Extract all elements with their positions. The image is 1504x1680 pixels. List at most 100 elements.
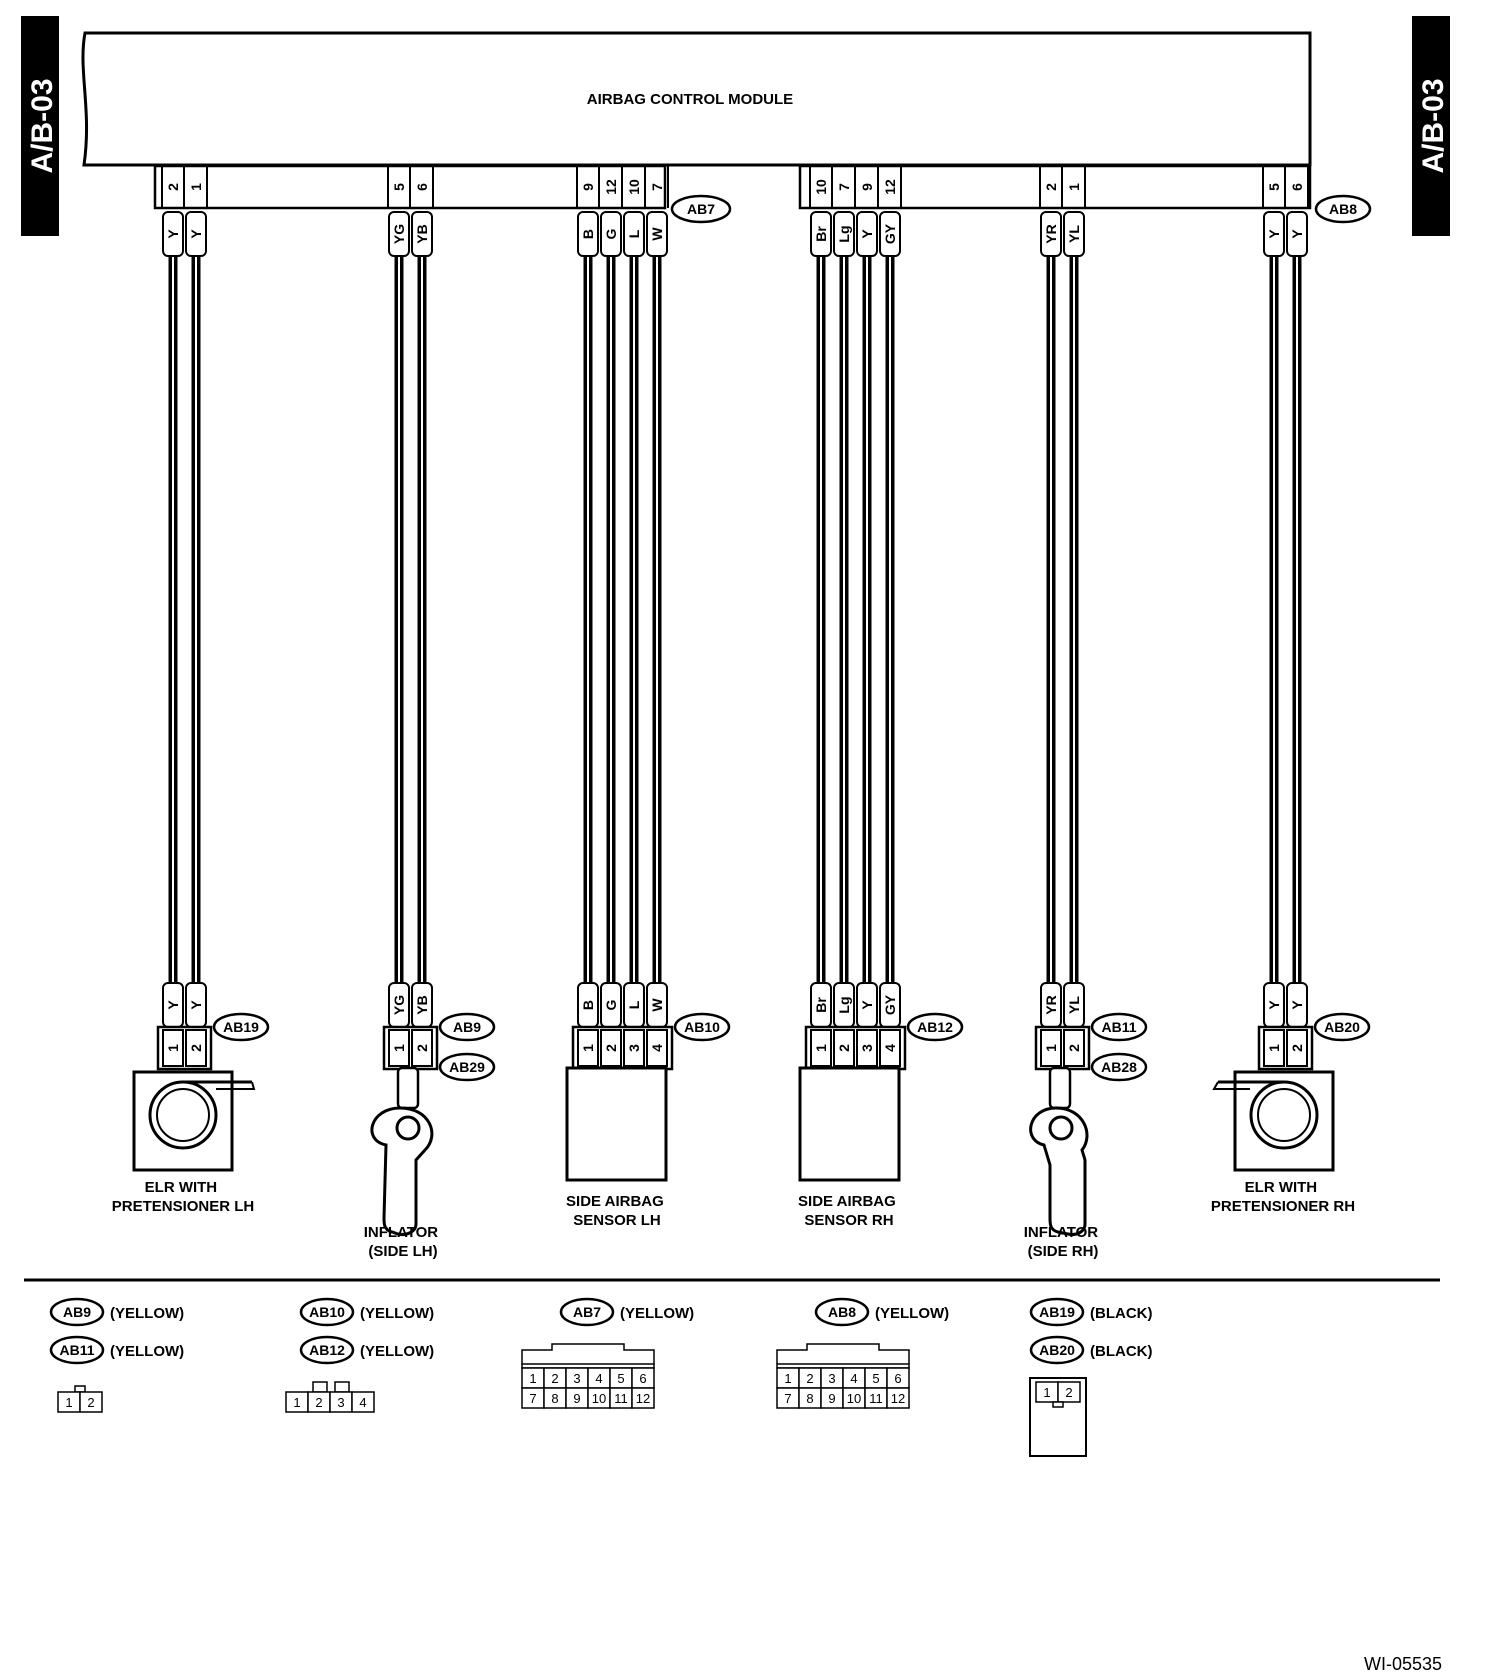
legend-pin-3: 3 — [573, 1371, 580, 1386]
wire-color-top-label: L — [626, 229, 642, 238]
legend-pin-2: 2 — [315, 1395, 322, 1410]
device-label-inflator-rh-line1: INFLATOR — [1024, 1224, 1099, 1241]
legend-pin-4: 4 — [595, 1371, 602, 1386]
wire-color-tag-top: Br — [810, 211, 832, 257]
wire-color-bottom-label: Lg — [836, 996, 852, 1013]
wire-color-tag-top: Lg — [833, 211, 855, 257]
device-pin-sensor-rh-2: 2 — [836, 1044, 852, 1052]
connector-callout-ab8-label: AB8 — [1329, 201, 1357, 217]
device-pin-inflator-lh-2: 2 — [414, 1044, 430, 1052]
device-label-sensor-rh-line1: SIDE AIRBAG — [798, 1193, 896, 1210]
legend-entry-ab9: AB9(YELLOW) — [49, 1297, 184, 1327]
wire-color-top-label: G — [603, 228, 619, 239]
connector-callout-ab8: AB8 — [1314, 194, 1372, 224]
wire-color-tag-top: YR — [1040, 211, 1062, 257]
connector-callout-ab12-label: AB12 — [917, 1019, 953, 1035]
legend-entry-ab19: AB19(BLACK) — [1029, 1297, 1152, 1327]
device-label-inflator-lh: INFLATOR (SIDE LH) — [364, 1224, 443, 1260]
module-pin-sensor-rh-4: 12 — [882, 179, 898, 195]
device-elr-rh — [1212, 1070, 1335, 1172]
device-pin-sensor-rh-3: 3 — [859, 1044, 875, 1052]
legend-pin-7: 7 — [784, 1391, 791, 1406]
legend-entry-color: (YELLOW) — [875, 1305, 949, 1322]
wire-color-top-label: YR — [1043, 224, 1059, 243]
legend-entry-ab7: AB7(YELLOW) — [559, 1297, 694, 1327]
wire-color-tag-bottom: Y — [185, 982, 207, 1028]
legend-entry-ab8: AB8 (YELLOW) — [814, 1297, 949, 1327]
legend-pin-8: 8 — [806, 1391, 813, 1406]
wire-sensor-lh-3: LL — [623, 211, 645, 1028]
legend-entry-color: (YELLOW) — [360, 1305, 434, 1322]
legend-pin-1: 1 — [293, 1395, 300, 1410]
legend-pin-2: 2 — [806, 1371, 813, 1386]
wire-color-bottom-label: G — [603, 999, 619, 1010]
legend-pin-5: 5 — [872, 1371, 879, 1386]
module-pin-sensor-rh-2: 7 — [836, 183, 852, 191]
wire-color-tag-bottom: YG — [388, 982, 410, 1028]
wire-color-tag-bottom: Y — [856, 982, 878, 1028]
connector-callout-ab11-label: AB11 — [1101, 1019, 1136, 1035]
module-pin-elr-rh-1: 5 — [1266, 183, 1282, 191]
legend-pin-1: 1 — [1043, 1385, 1050, 1400]
device-label-sensor-lh-line1: SIDE AIRBAG — [566, 1193, 664, 1210]
device-inflator-lh — [370, 1066, 434, 1236]
wire-color-bottom-label: YL — [1066, 996, 1082, 1014]
wire-color-bottom-label: Y — [188, 1000, 204, 1010]
wire-color-tag-bottom: Y — [1286, 982, 1308, 1028]
device-label-sensor-lh-line2: SENSOR LH — [573, 1212, 661, 1229]
device-pin-sensor-lh-1: 1 — [580, 1044, 596, 1052]
wire-color-tag-top: W — [646, 211, 668, 257]
legend-pin-4: 4 — [359, 1395, 366, 1410]
wire-color-bottom-label: Y — [165, 1000, 181, 1010]
legend-entry-id: AB11 — [59, 1342, 94, 1358]
wire-elr-rh-2: YY — [1286, 211, 1308, 1028]
device-sensor-rh — [798, 1066, 901, 1182]
legend-pin-10: 10 — [592, 1391, 606, 1406]
connector-callout-ab11: AB11 — [1090, 1012, 1148, 1042]
device-label-elr-lh-line1: ELR WITH — [145, 1179, 218, 1196]
wire-color-tag-bottom: Br — [810, 982, 832, 1028]
module-pin-inflator-lh-1: 5 — [391, 183, 407, 191]
device-label-elr-lh-line2: PRETENSIONER LH — [112, 1198, 255, 1215]
wire-color-bottom-label: YB — [414, 995, 430, 1014]
wire-color-top-label: YG — [391, 224, 407, 244]
device-pin-elr-rh-2: 2 — [1289, 1044, 1305, 1052]
legend-entry-color: (YELLOW) — [110, 1305, 184, 1322]
wire-color-bottom-label: B — [580, 1000, 596, 1010]
wire-color-bottom-label: Y — [1266, 1000, 1282, 1010]
device-inflator-rh — [1029, 1066, 1089, 1236]
module-pin-sensor-lh-3: 10 — [626, 179, 642, 195]
legend-entry-color: (BLACK) — [1090, 1343, 1152, 1360]
wire-color-bottom-label: YG — [391, 995, 407, 1015]
device-label-elr-lh: ELR WITH PRETENSIONER LH — [112, 1179, 255, 1215]
wire-sensor-lh-2: GG — [600, 211, 622, 1028]
device-label-sensor-rh: SIDE AIRBAG SENSOR RH — [798, 1193, 900, 1229]
module-pin-inflator-rh-2: 1 — [1066, 183, 1082, 191]
wire-color-tag-top: Y — [856, 211, 878, 257]
wire-color-bottom-label: L — [626, 1000, 642, 1009]
connector-callout-ab9-label: AB9 — [453, 1019, 481, 1035]
wire-color-tag-bottom: GY — [879, 982, 901, 1028]
module-pin-sensor-rh-1: 10 — [813, 179, 829, 195]
wire-color-tag-top: L — [623, 211, 645, 257]
legend-pin-2: 2 — [87, 1395, 94, 1410]
wire-color-tag-top: YG — [388, 211, 410, 257]
legend-entry-id: AB8 — [828, 1304, 856, 1320]
device-pin-inflator-lh-1: 1 — [391, 1044, 407, 1052]
legend-entry-ab11: AB11(YELLOW) — [49, 1335, 184, 1365]
legend-entry-ab10: AB10(YELLOW) — [299, 1297, 434, 1327]
